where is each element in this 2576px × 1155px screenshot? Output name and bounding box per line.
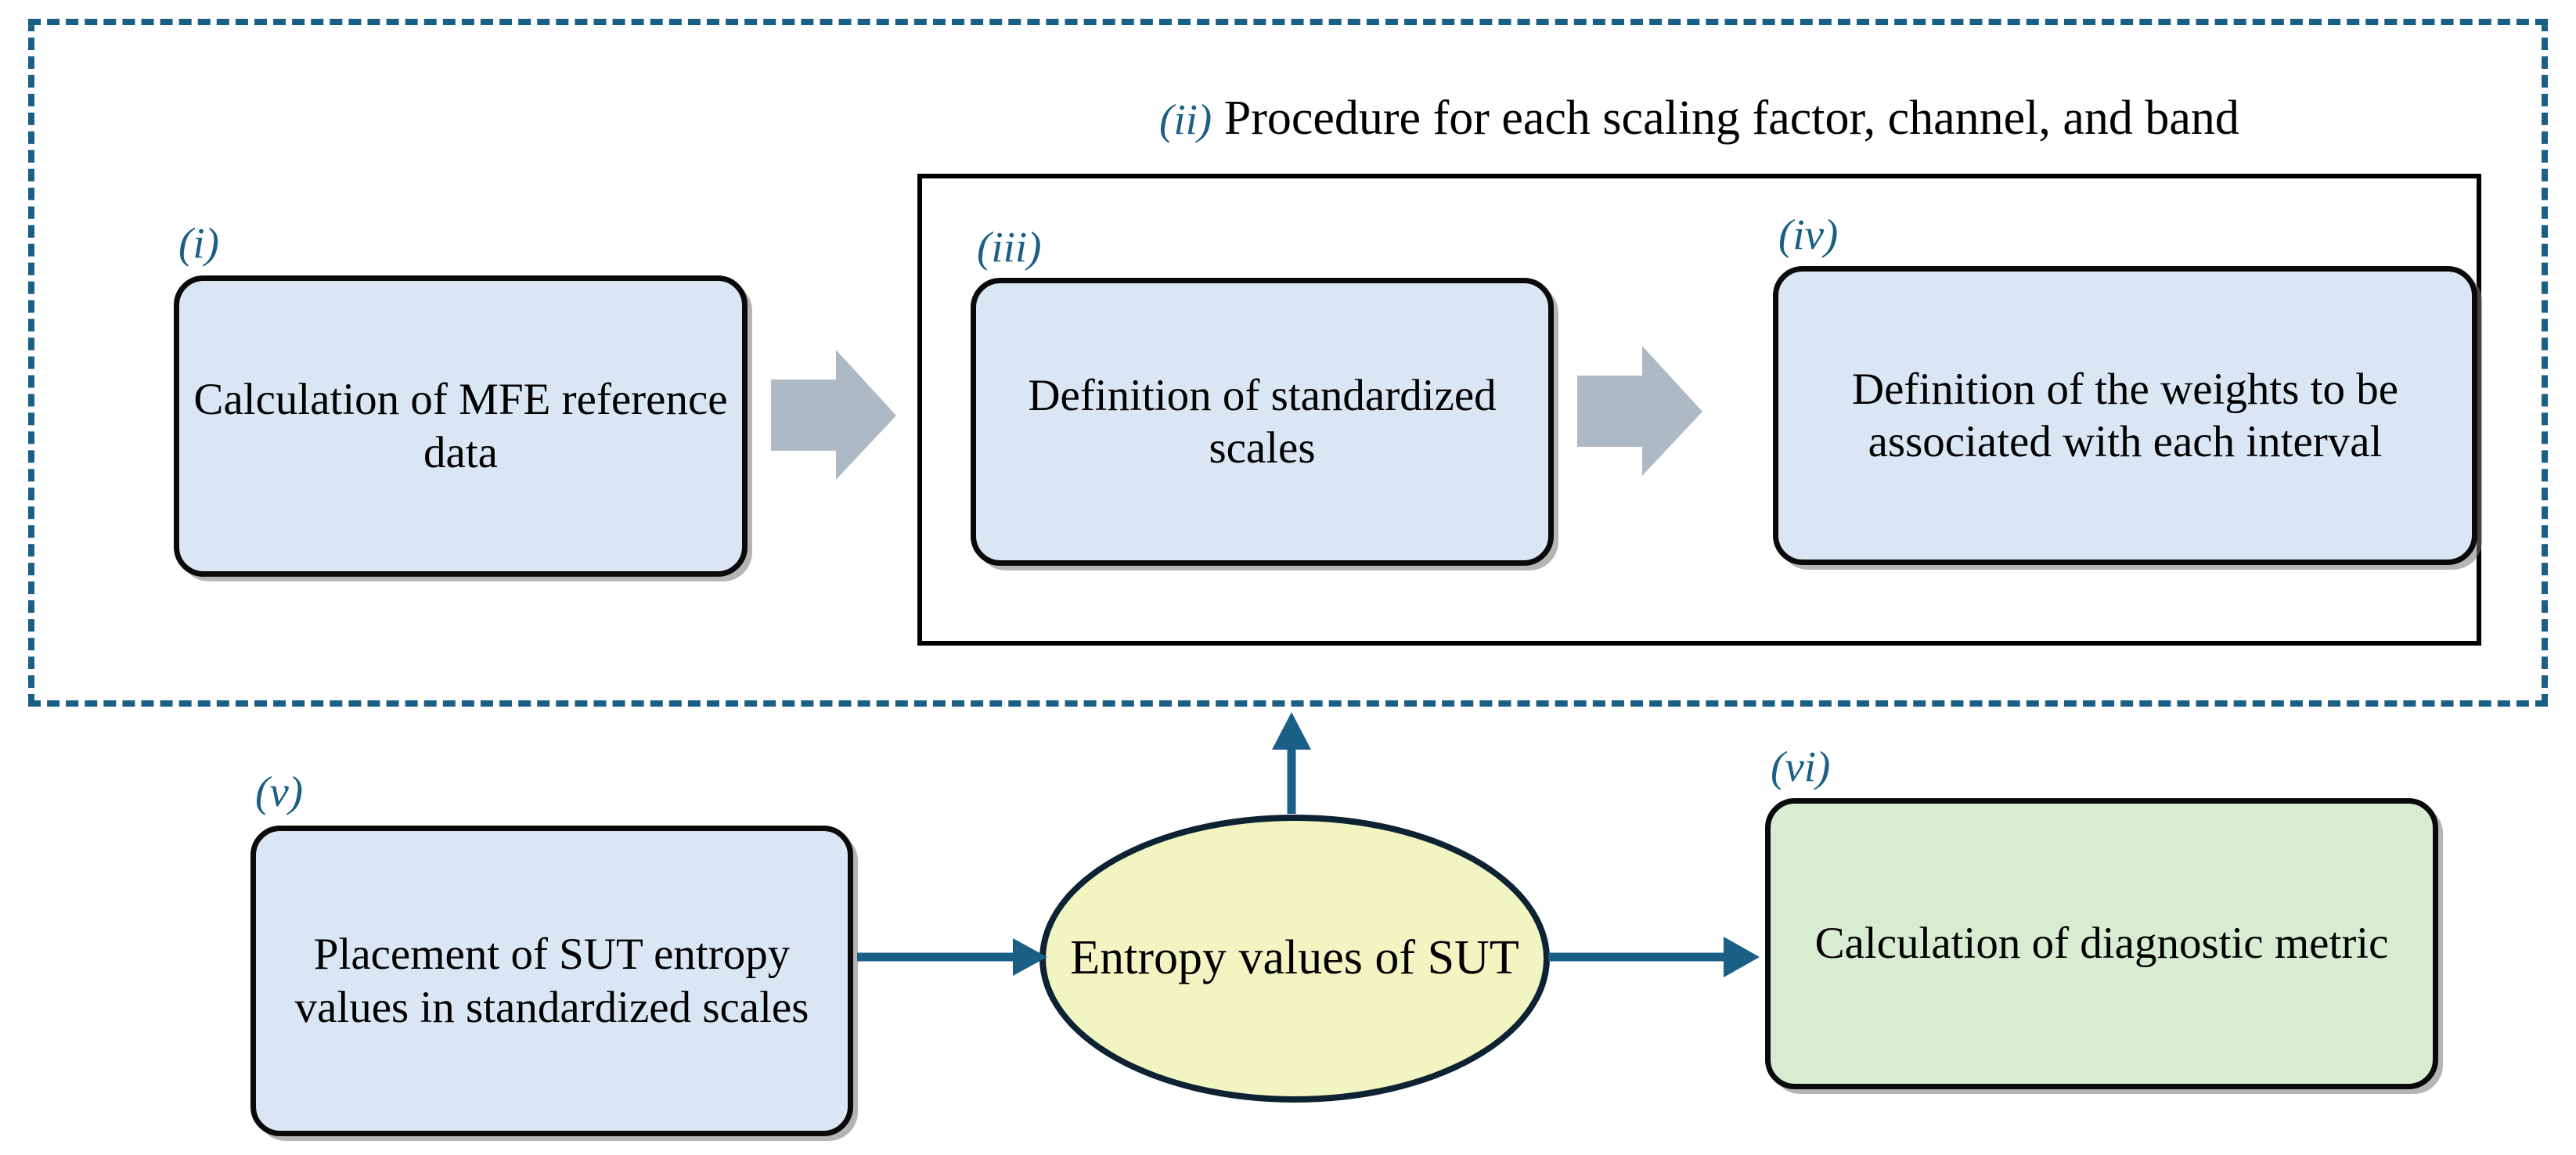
roman-label-v: (v) [255,768,304,815]
roman-label-iv: (iv) [1778,210,1839,258]
dashed-group-frame [28,19,2548,707]
solid-group-frame [917,174,2481,646]
roman-label-i: (i) [178,219,219,267]
roman-label-iii: (iii) [977,223,1042,271]
node-placement-of-sut-entropy-values[interactable]: Placement of SUT entropy values in stand… [250,826,853,1136]
node-calculation-of-diagnostic-metric[interactable]: Calculation of diagnostic metric [1765,798,2438,1089]
node-label-iv: Definition of the weights to be associat… [1851,364,2399,466]
node-definition-of-standardized-scales[interactable]: Definition of standardized scales [971,278,1554,566]
group-title-text: Procedure for each scaling factor, chann… [1223,92,2239,145]
line-arrow-entropy-to-group [1272,712,1311,814]
node-definition-of-the-weights[interactable]: Definition of the weights to be associat… [1773,266,2477,565]
node-label-i: Calculation of MFE reference data [193,375,728,477]
line-arrow-v-to-entropy [857,938,1047,976]
node-label-v: Placement of SUT entropy values in stand… [294,930,809,1032]
group-title-roman-tag: (ii) [1159,95,1212,143]
node-calculation-of-mfe-reference-data[interactable]: Calculation of MFE reference data [174,275,748,577]
node-label-iii: Definition of standardized scales [1028,370,1497,473]
node-entropy-values-of-sut[interactable]: Entropy values of SUT [1039,815,1550,1103]
node-label-entropy: Entropy values of SUT [1070,931,1519,985]
group-title: (ii) Procedure for each scaling factor, … [917,94,2481,142]
roman-label-vi: (vi) [1771,743,1831,790]
line-arrow-entropy-to-vi [1548,937,1760,977]
node-label-vi: Calculation of diagnostic metric [1814,919,2389,969]
